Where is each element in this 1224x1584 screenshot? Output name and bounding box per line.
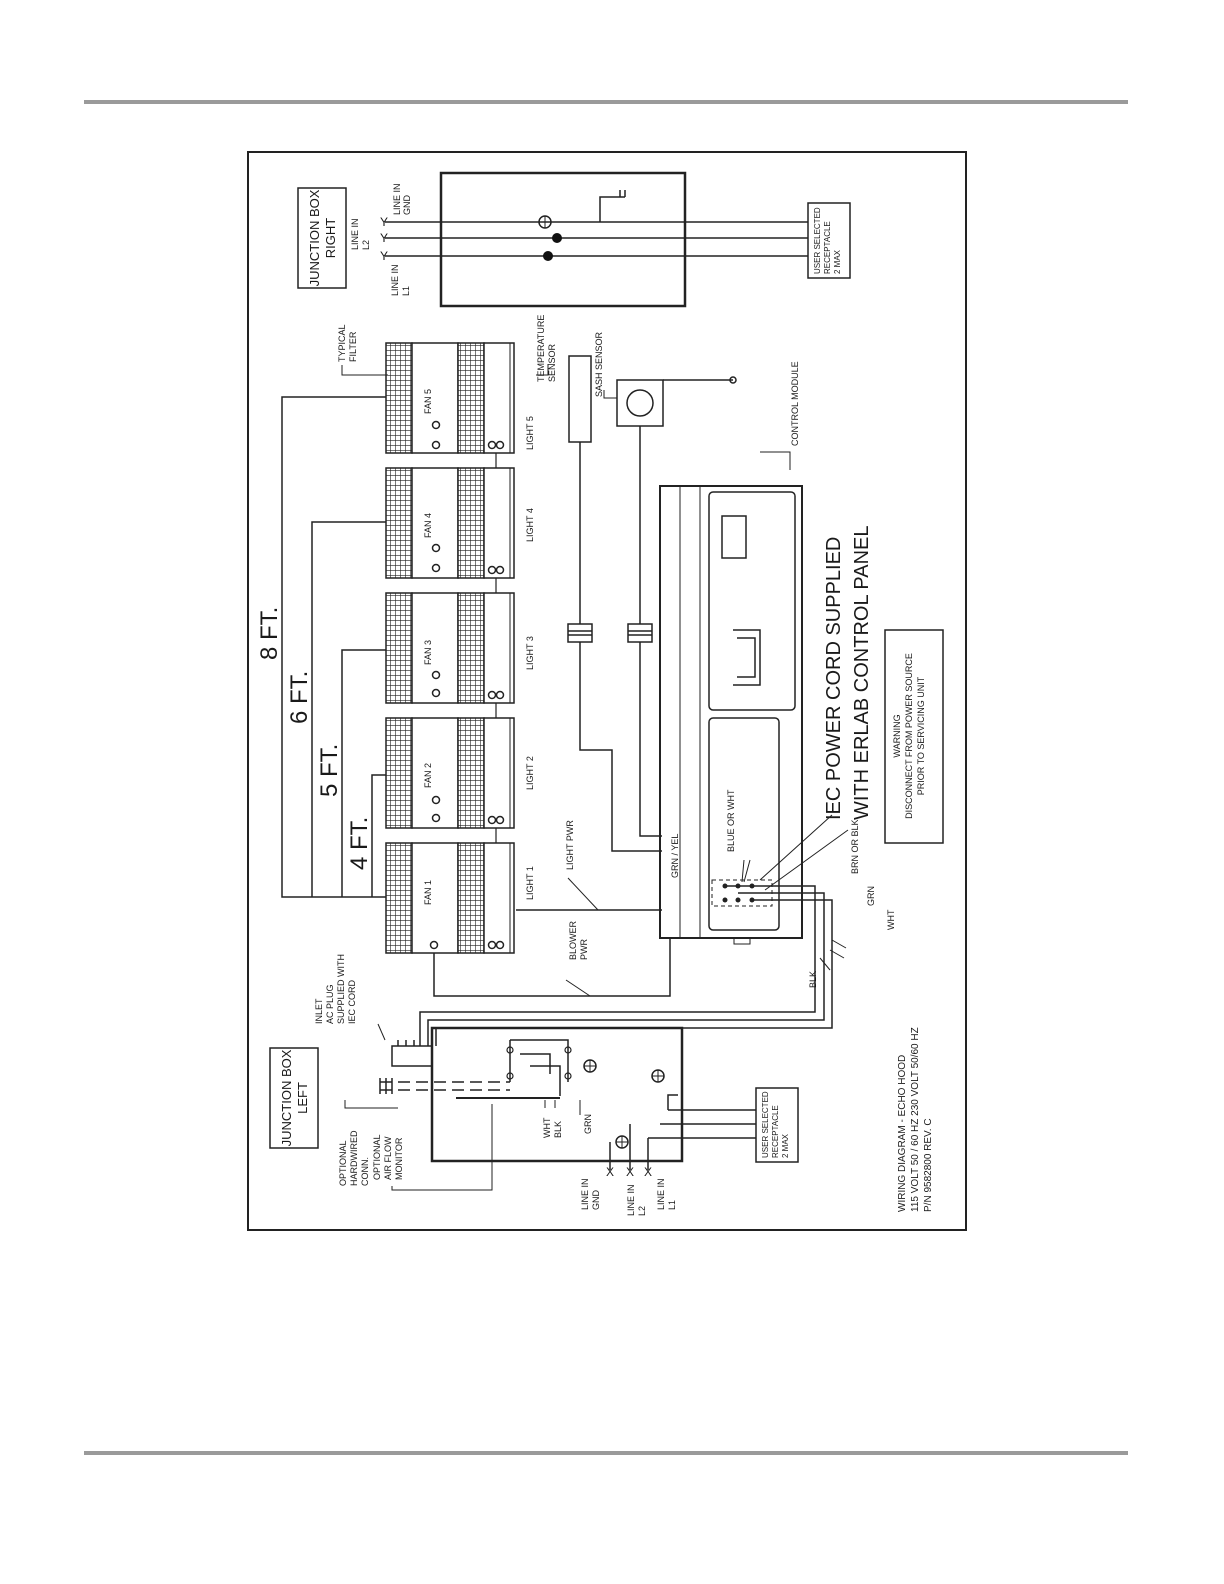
- dimension-4ft: 4 FT.: [346, 817, 373, 870]
- light-pwr-label: LIGHT PWR: [565, 820, 575, 870]
- inlet-label-4: IEC CORD: [347, 979, 357, 1024]
- fan-5-label: FAN 5: [423, 389, 433, 414]
- junction-right-title: JUNCTION BOX: [307, 189, 322, 286]
- title-block-line1: WIRING DIAGRAM - ECHO HOOD: [897, 1055, 908, 1212]
- dimension-8ft: 8 FT.: [256, 607, 283, 660]
- warning-line2: PRIOR TO SERVICING UNIT: [916, 676, 926, 795]
- iec-cord-label-line2: WITH ERLAB CONTROL PANEL: [851, 526, 873, 821]
- left-line-gnd-label: LINE IN: [580, 1178, 590, 1210]
- light-3-label: LIGHT 3: [525, 636, 535, 670]
- svg-text:Y: Y: [380, 231, 388, 245]
- right-receptacle-line1: USER SELECTED: [813, 207, 822, 274]
- right-line-gnd-sub: GND: [402, 195, 412, 216]
- iec-cord-label-line1: IEC POWER CORD SUPPLIED: [823, 537, 845, 820]
- junction-right-subtitle: RIGHT: [323, 218, 338, 259]
- svg-text:X: X: [606, 1165, 614, 1179]
- right-line-l1-label: LINE IN: [390, 264, 400, 296]
- right-line-l2-label: LINE IN: [350, 218, 360, 250]
- footer-rule: [84, 1451, 1128, 1455]
- power-wiring: [419, 877, 847, 1046]
- dimension-5ft: 5 FT.: [316, 744, 343, 797]
- grn-wire-label: GRN: [866, 886, 876, 906]
- blower-pwr-sub: PWR: [579, 939, 589, 960]
- blk-wire-label: BLK: [808, 971, 818, 988]
- left-line-l1-label: LINE IN: [656, 1178, 666, 1210]
- sash-sensor-label: SASH SENSOR: [594, 331, 604, 397]
- title-block-line3: P/N 9582800 REV. C: [923, 1118, 934, 1212]
- optional-hardwired-label-3: CONN.: [360, 1157, 370, 1186]
- svg-text:Y: Y: [380, 215, 388, 229]
- left-blk-label: BLK: [553, 1121, 563, 1138]
- fan-light-modules: FAN 5 FAN 4 FAN 3 FAN 2 FAN 1 LIGHT 5 LI…: [385, 342, 535, 954]
- brn-or-blk-label: BRN OR BLK: [850, 819, 860, 874]
- optional-hardwired-label-1: OPTIONAL: [338, 1140, 348, 1186]
- module-4: [385, 467, 515, 579]
- left-receptacle-line1: USER SELECTED: [761, 1091, 770, 1158]
- fan-1-label: FAN 1: [423, 880, 433, 905]
- right-receptacle-line2: RECEPTACLE: [823, 221, 832, 274]
- left-line-l2-label: LINE IN: [626, 1184, 636, 1216]
- module-2: [385, 717, 515, 829]
- optional-airflow-label-3: MONITOR: [394, 1137, 404, 1180]
- grn-yel-label: GRN / YEL: [670, 834, 680, 878]
- dimension-lines: [281, 396, 386, 898]
- control-module: CONTROL MODULE: [659, 361, 803, 945]
- right-line-l1-sub: L1: [401, 286, 411, 296]
- wht-wire-label: WHT: [886, 909, 896, 930]
- junction-box-right: JUNCTION BOX RIGHT Y Y Y LINE IN GND LIN…: [297, 171, 851, 308]
- blue-or-wht-label: BLUE OR WHT: [726, 789, 736, 852]
- dimension-6ft: 6 FT.: [286, 671, 313, 724]
- light-5-label: LIGHT 5: [525, 416, 535, 450]
- diagram-frame: [247, 151, 967, 1231]
- light-4-label: LIGHT 4: [525, 508, 535, 542]
- sensors: TEMPERATURE SENSOR SASH SENSOR: [536, 315, 737, 852]
- left-receptacle-line2: RECEPTACLE: [771, 1105, 780, 1158]
- header-rule: [84, 100, 1128, 104]
- warning-title: WARNING: [892, 714, 902, 757]
- control-module-label: CONTROL MODULE: [790, 361, 800, 446]
- warning-box: WARNING DISCONNECT FROM POWER SOURCE PRI…: [884, 629, 944, 844]
- svg-text:X: X: [626, 1165, 634, 1179]
- fan-3-label: FAN 3: [423, 640, 433, 665]
- left-grn-label: GRN: [583, 1114, 593, 1134]
- left-receptacle-line3: 2 MAX: [781, 1133, 790, 1158]
- inlet-label-2: AC PLUG: [325, 984, 335, 1024]
- temperature-sensor-sub: SENSOR: [547, 343, 557, 382]
- inlet-label-1: INLET: [314, 998, 324, 1024]
- typical-filter-label: TYPICAL: [337, 324, 347, 362]
- left-line-l1-sub: L1: [667, 1200, 677, 1210]
- inlet-plug: [377, 1023, 433, 1067]
- fan-4-label: FAN 4: [423, 513, 433, 538]
- light-1-label: LIGHT 1: [525, 866, 535, 900]
- typical-filter-sub: FILTER: [348, 331, 358, 362]
- junction-left-subtitle: LEFT: [295, 1082, 310, 1114]
- warning-line1: DISCONNECT FROM POWER SOURCE: [904, 653, 914, 819]
- junction-left-title: JUNCTION BOX: [279, 1049, 294, 1146]
- left-line-gnd-sub: GND: [591, 1190, 601, 1211]
- temperature-sensor-label: TEMPERATURE: [536, 315, 546, 382]
- fan-2-label: FAN 2: [423, 763, 433, 788]
- left-wht-label: WHT: [542, 1117, 552, 1138]
- left-line-l2-sub: L2: [637, 1206, 647, 1216]
- optional-hardwired-label-2: HARDWIRED: [349, 1130, 359, 1186]
- svg-text:X: X: [644, 1165, 652, 1179]
- right-line-gnd-label: LINE IN: [392, 183, 402, 215]
- optional-airflow-label-1: OPTIONAL: [372, 1134, 382, 1180]
- module-5: [385, 342, 515, 454]
- light-2-label: LIGHT 2: [525, 756, 535, 790]
- title-block-line2: 115 VOLT 50 / 60 HZ 230 VOLT 50/60 HZ: [910, 1027, 921, 1212]
- blower-pwr-label: BLOWER: [568, 920, 578, 960]
- svg-text:Y: Y: [380, 249, 388, 263]
- module-1: [385, 842, 515, 954]
- junction-box-left: JUNCTION BOX LEFT WHT BLK GRN X X: [269, 1026, 799, 1216]
- module-3: [385, 592, 515, 704]
- optional-airflow-label-2: AIR FLOW: [383, 1136, 393, 1180]
- right-line-l2-sub: L2: [361, 240, 371, 250]
- right-receptacle-line3: 2 MAX: [833, 249, 842, 274]
- inlet-label-3: SUPPLIED WITH: [336, 954, 346, 1024]
